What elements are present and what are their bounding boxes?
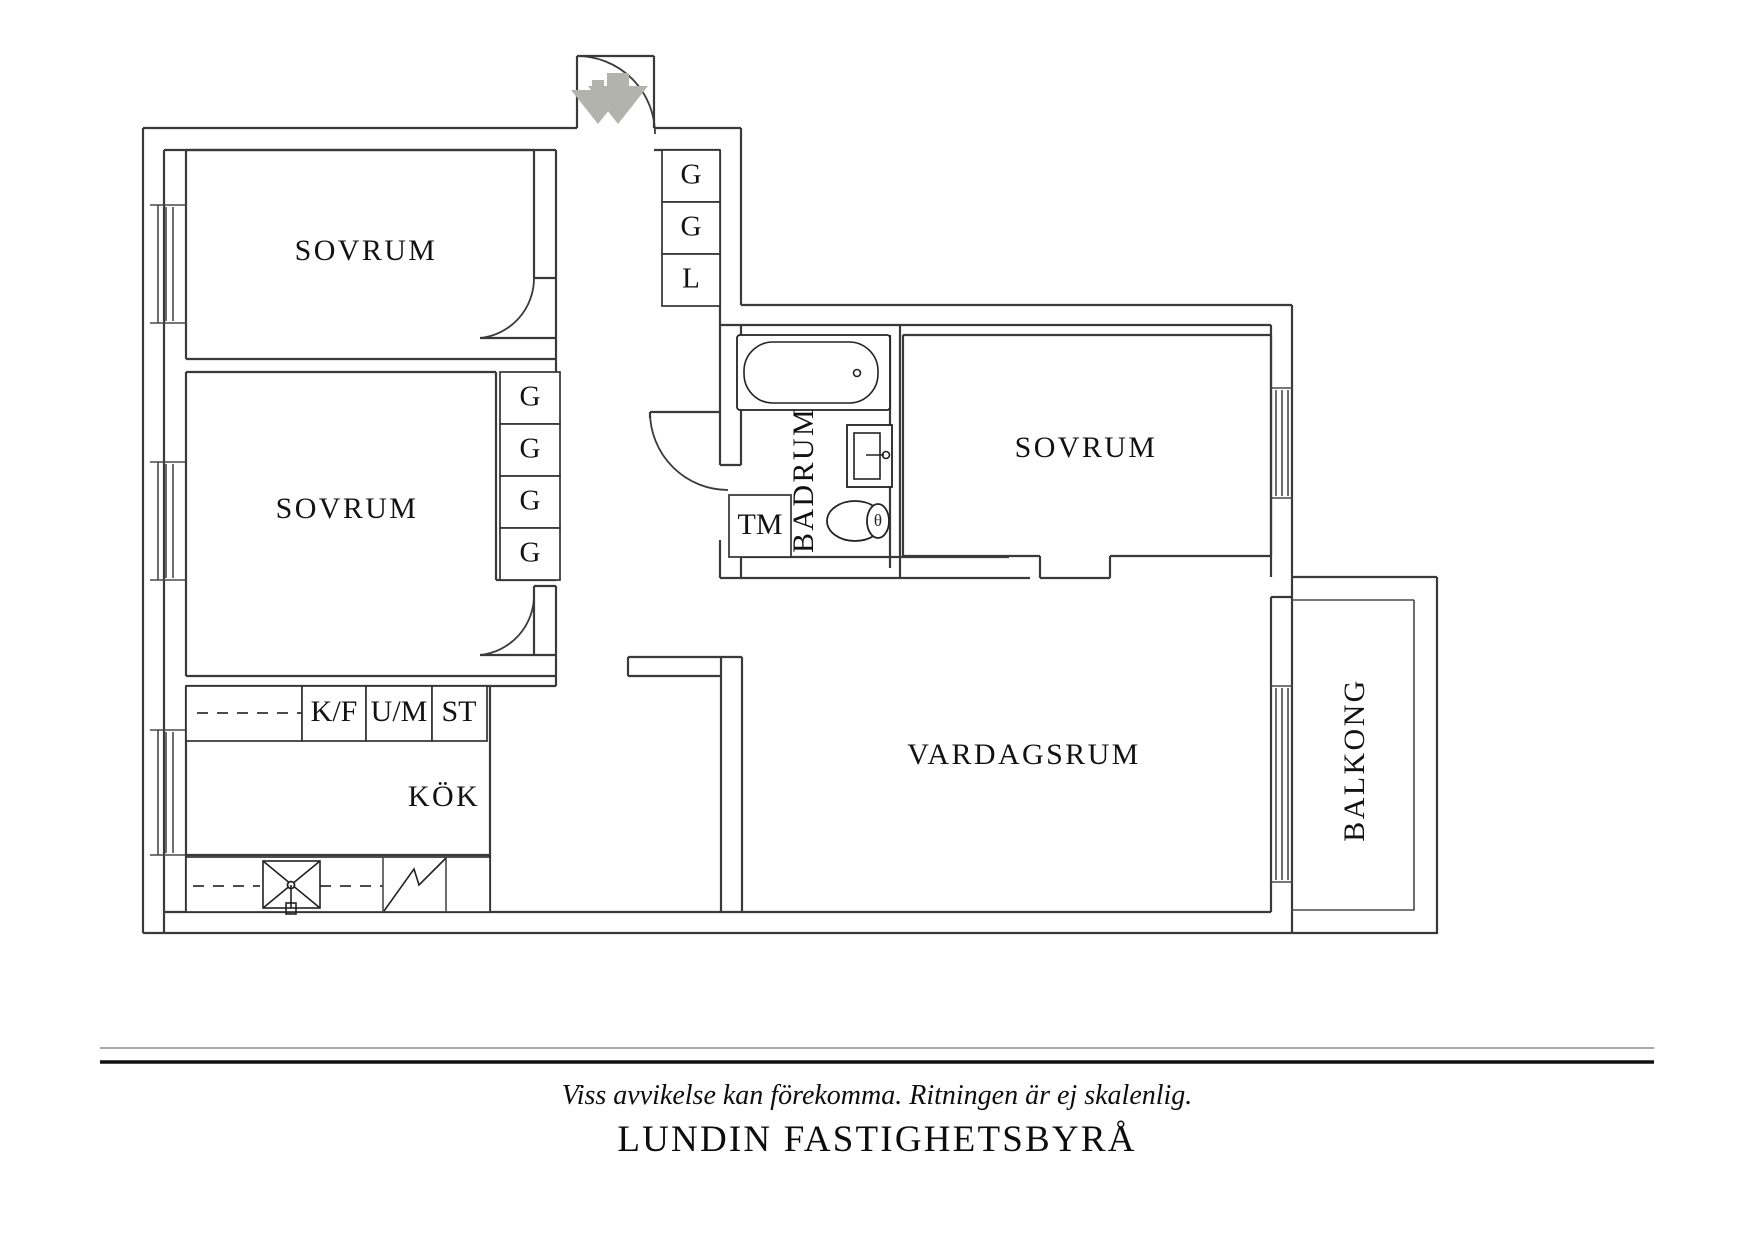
- door-swing-sovrum-1: [479, 277, 535, 339]
- room-label-sovrum-2: SOVRUM: [276, 492, 419, 525]
- closet-cell[interactable]: [499, 527, 561, 581]
- bathtub-fixture: [736, 334, 891, 411]
- washbasin-fixture: [846, 424, 893, 488]
- closet-label: G: [681, 159, 702, 191]
- cabinet-label-um: U/M: [371, 695, 428, 728]
- kitchen-stove-fixture: [382, 857, 447, 912]
- cabinet-label-kf: K/F: [311, 695, 358, 728]
- footer: Viss avvikelse kan förekomma. Ritningen …: [0, 1078, 1754, 1163]
- room-label-sovrum-1: SOVRUM: [295, 234, 438, 267]
- room-label-kok: KÖK: [408, 780, 480, 813]
- tm-label: TM: [738, 508, 783, 541]
- closet-column-hall: G G L: [661, 149, 721, 307]
- toilet-fixture: θ: [826, 500, 890, 542]
- closet-cell[interactable]: [499, 371, 561, 425]
- entry-direction-arrow: [571, 73, 648, 124]
- window-right-2: [1271, 685, 1292, 883]
- kitchen-counter-bottom: [185, 856, 491, 915]
- closet-column-bedroom: G G G G: [499, 371, 561, 581]
- window-left-1: [150, 204, 186, 324]
- closet-label: L: [682, 263, 700, 295]
- room-sovrum-1-walls: [184, 148, 558, 361]
- entry-door[interactable]: [575, 54, 656, 135]
- closet-label: G: [520, 381, 541, 413]
- balcony-outline: [1292, 577, 1439, 935]
- footer-disclaimer: Viss avvikelse kan förekomma. Ritningen …: [561, 1080, 1193, 1111]
- door-swing-sovrum-2: [479, 594, 535, 656]
- room-sovrum-3-walls: [901, 333, 1273, 580]
- badrum-door-leaf: [650, 418, 720, 490]
- footer-brand: LUNDIN FASTIGHETSBYRÅ: [617, 1119, 1137, 1160]
- closet-cell[interactable]: [661, 201, 721, 255]
- closet-label: G: [520, 433, 541, 465]
- closet-cell[interactable]: [499, 423, 561, 477]
- window-right-1: [1271, 387, 1292, 499]
- cabinet-label-st: ST: [441, 695, 476, 728]
- kitchen-sink-fixture: [262, 860, 321, 915]
- closet-label: G: [520, 537, 541, 569]
- closet-cell[interactable]: [499, 475, 561, 529]
- window-left-3: [150, 729, 186, 856]
- svg-text:θ: θ: [874, 511, 882, 530]
- washing-machine-tm: TM: [728, 494, 792, 558]
- kitchen-counter-top: K/F U/M ST: [185, 685, 488, 742]
- room-label-balkong: BALKONG: [1338, 678, 1371, 841]
- room-label-badrum: BADRUM: [787, 407, 820, 553]
- closet-cell[interactable]: [661, 253, 721, 307]
- room-label-vardagsrum: VARDAGSRUM: [907, 738, 1141, 771]
- cabinet-st[interactable]: [431, 685, 488, 742]
- room-vardagsrum-walls: [626, 655, 744, 912]
- closet-label: G: [681, 211, 702, 243]
- cabinet-um[interactable]: [365, 685, 433, 742]
- room-label-sovrum-3: SOVRUM: [1015, 431, 1158, 464]
- door-swing-badrum: [649, 411, 729, 491]
- window-left-2: [150, 461, 186, 581]
- closet-label: G: [520, 485, 541, 517]
- closet-cell[interactable]: [661, 149, 721, 203]
- room-sovrum-2-walls: [184, 370, 558, 678]
